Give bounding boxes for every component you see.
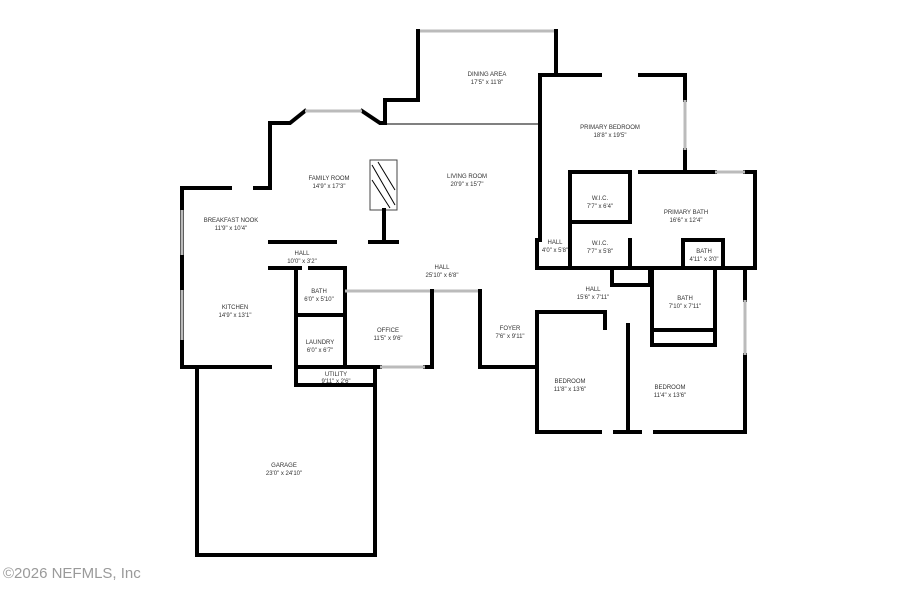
watermark: ©2026 NEFMLS, Inc: [3, 565, 141, 582]
room-name: PRIMARY BEDROOM: [580, 125, 640, 131]
room-name: HALL: [585, 287, 601, 293]
room-dimensions: 10'0" x 3'2": [287, 259, 317, 265]
room-dimensions: 6'0" x 5'10": [304, 297, 334, 303]
room-label: GARAGE 23'0" x 24'10": [266, 463, 302, 477]
room-dimensions: 7'10" x 7'11": [669, 304, 701, 310]
room-label: DINING AREA 17'5" x 11'8": [468, 72, 507, 86]
room-name: OFFICE: [377, 328, 399, 334]
room-name: W.I.C.: [592, 241, 609, 247]
room-name: FAMILY ROOM: [308, 176, 349, 182]
room-name: BATH: [696, 249, 712, 255]
room-dimensions: 20'9" x 15'7": [451, 182, 484, 188]
room-name: BEDROOM: [554, 379, 585, 385]
room-name: W.I.C.: [592, 196, 609, 202]
room-label: W.I.C. 7'7" x 5'8": [587, 241, 613, 255]
room-name: DINING AREA: [468, 72, 507, 78]
room-dimensions: 9'11" x 2'6": [321, 379, 350, 385]
room-label: PRIMARY BATH 16'6" x 12'4": [664, 210, 708, 224]
room-labels: DINING AREA 17'5" x 11'8" PRIMARY BEDROOM…: [204, 72, 719, 477]
room-label: BATH 7'10" x 7'11": [669, 296, 701, 310]
room-name: HALL: [547, 240, 563, 246]
room-label: HALL 10'0" x 3'2": [287, 251, 317, 265]
room-name: KITCHEN: [222, 305, 248, 311]
room-dimensions: 14'9" x 17'3": [313, 184, 346, 190]
room-label: W.I.C. 7'7" x 6'4": [587, 196, 613, 210]
room-label: BATH 6'0" x 5'10": [304, 289, 334, 303]
room-dimensions: 23'0" x 24'10": [266, 471, 302, 477]
room-name: BATH: [311, 289, 327, 295]
room-dimensions: 17'5" x 11'8": [471, 80, 503, 86]
room-label: LAUNDRY 6'0" x 6'7": [306, 340, 335, 354]
room-name: HALL: [434, 265, 450, 271]
room-dimensions: 18'8" x 19'5": [594, 133, 627, 139]
room-dimensions: 16'6" x 12'4": [670, 218, 703, 224]
room-name: PRIMARY BATH: [664, 210, 708, 216]
room-label: LIVING ROOM 20'9" x 15'7": [447, 174, 487, 188]
room-dimensions: 15'6" x 7'11": [577, 295, 609, 301]
room-dimensions: 25'10" x 6'8": [426, 273, 459, 279]
room-label: HALL 4'0" x 5'8": [542, 240, 568, 254]
room-dimensions: 6'0" x 6'7": [307, 348, 333, 354]
room-label: PRIMARY BEDROOM 18'8" x 19'5": [580, 125, 640, 139]
room-dimensions: 11'9" x 10'4": [215, 226, 247, 232]
room-name: UTILITY: [325, 372, 347, 378]
room-label: BATH 4'11" x 3'0": [689, 249, 718, 263]
room-dimensions: 7'6" x 9'11": [495, 334, 524, 340]
walls: [180, 29, 757, 557]
room-label: BREAKFAST NOOK 11'9" x 10'4": [204, 218, 259, 232]
room-name: LIVING ROOM: [447, 174, 487, 180]
room-dimensions: 4'0" x 5'8": [542, 248, 568, 254]
room-label: FAMILY ROOM 14'9" x 17'3": [308, 176, 349, 190]
room-dimensions: 11'8" x 13'6": [554, 387, 586, 393]
room-name: LAUNDRY: [306, 340, 335, 346]
room-label: BEDROOM 11'8" x 13'6": [554, 379, 586, 393]
room-dimensions: 7'7" x 5'8": [587, 249, 613, 255]
room-label: BEDROOM 11'4" x 13'6": [654, 385, 686, 399]
room-name: FOYER: [500, 326, 521, 332]
room-name: BREAKFAST NOOK: [204, 218, 259, 224]
room-label: HALL 15'6" x 7'11": [577, 287, 609, 301]
room-name: HALL: [294, 251, 310, 257]
room-label: KITCHEN 14'9" x 13'1": [219, 305, 252, 319]
room-dimensions: 7'7" x 6'4": [587, 204, 613, 210]
room-name: BEDROOM: [654, 385, 685, 391]
room-label: FOYER 7'6" x 9'11": [495, 326, 524, 340]
room-dimensions: 4'11" x 3'0": [689, 257, 718, 263]
room-name: GARAGE: [271, 463, 297, 469]
room-label: OFFICE 11'5" x 9'6": [373, 328, 402, 342]
room-dimensions: 14'9" x 13'1": [219, 313, 252, 319]
room-dimensions: 11'4" x 13'6": [654, 393, 686, 399]
room-name: BATH: [677, 296, 693, 302]
room-label: HALL 25'10" x 6'8": [426, 265, 459, 279]
room-dimensions: 11'5" x 9'6": [373, 336, 402, 342]
